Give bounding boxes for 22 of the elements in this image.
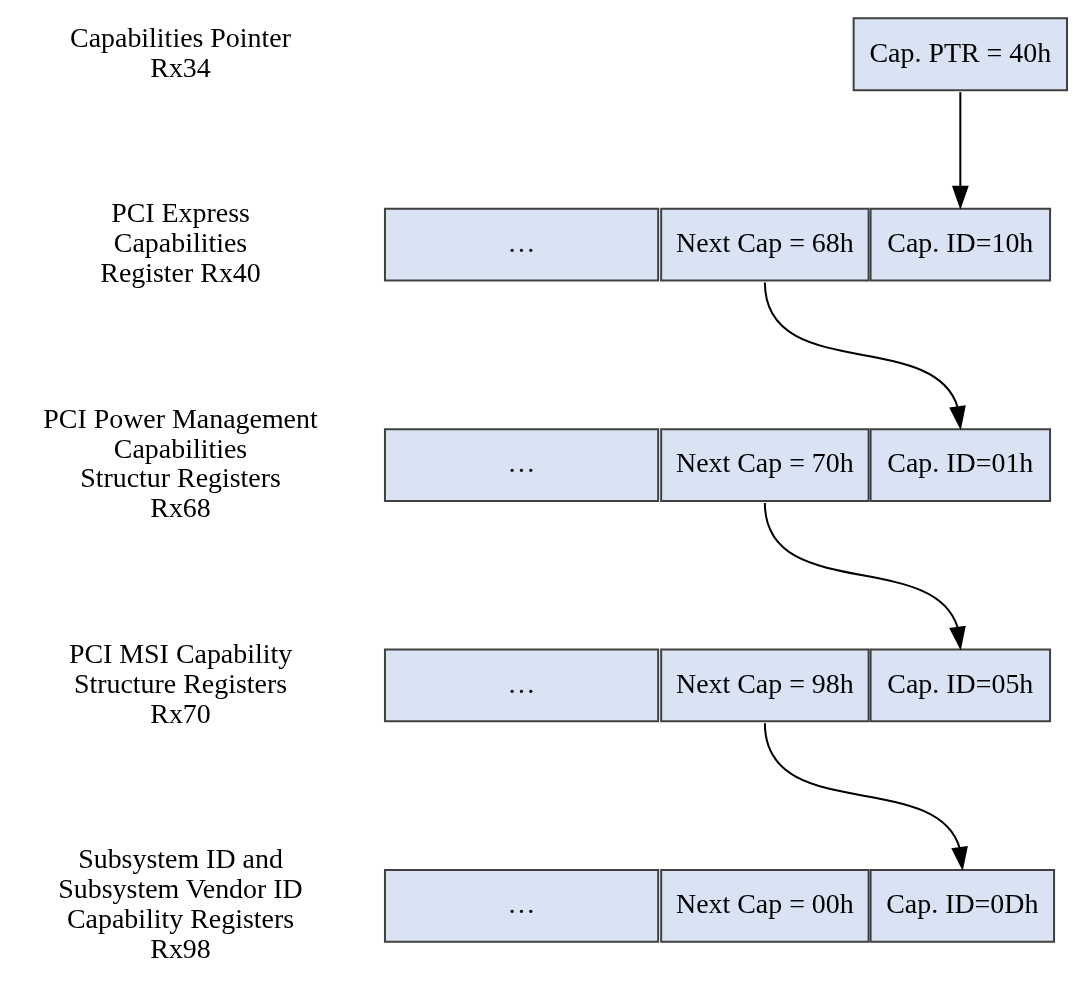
arrow: [763, 281, 966, 431]
node-box: Next Cap = 98h: [660, 648, 870, 723]
label: PCI MSI Capability Structure Registers Rx70: [68, 637, 293, 729]
arrow: [763, 722, 968, 871]
node-box: …: [383, 648, 660, 723]
node-box: Cap. ID=10h: [869, 207, 1052, 282]
node-box: Cap. ID=0Dh: [869, 868, 1056, 943]
arrow: [763, 502, 966, 651]
arrow: [951, 91, 969, 210]
node-box: Cap. PTR = 40h: [852, 17, 1068, 92]
node-box: …: [383, 868, 660, 943]
label: Subsystem ID and Subsystem Vendor ID Capability Registers Rx98: [58, 843, 303, 965]
label: PCI Express Capabilities Register Rx40: [100, 197, 261, 288]
node-box: Cap. ID=01h: [869, 428, 1052, 502]
node-box: Next Cap = 00h: [660, 868, 870, 943]
label: Capabilities Pointer Rx34: [70, 21, 291, 83]
label: PCI Power Management Capabilities Structur Registers Rx68: [43, 402, 318, 524]
node-box: Next Cap = 70h: [660, 428, 870, 502]
node-box: Cap. ID=05h: [869, 648, 1052, 723]
node-box: Next Cap = 68h: [660, 207, 870, 282]
node-box: …: [383, 428, 660, 502]
node-box: …: [383, 207, 660, 282]
